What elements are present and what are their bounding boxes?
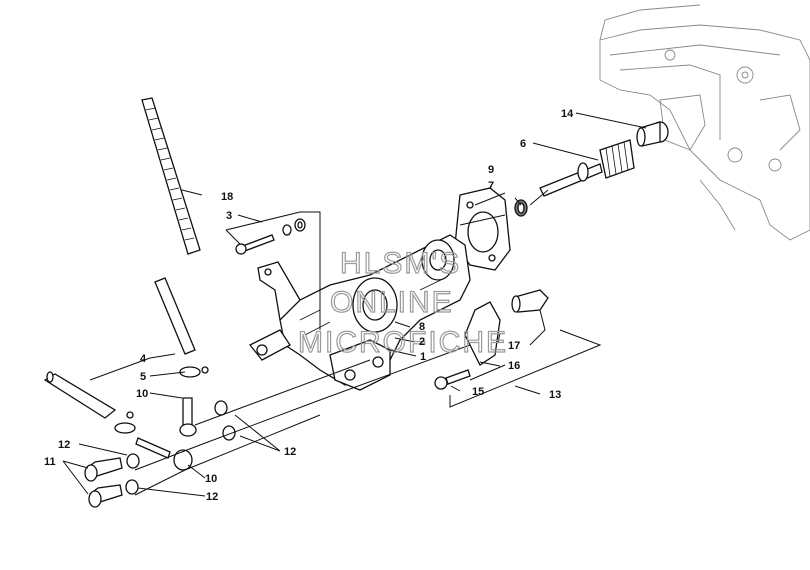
banjo-fittings — [135, 397, 197, 471]
callout-18: 18 — [221, 191, 233, 203]
callout-6: 6 — [520, 138, 526, 150]
callout-5: 5 — [140, 371, 146, 383]
spring-guard — [141, 97, 201, 255]
callout-10-upper: 10 — [136, 388, 148, 400]
oil-pump-body — [248, 234, 471, 391]
callout-2: 2 — [419, 336, 425, 348]
drive-gear-shaft — [539, 139, 635, 197]
callout-8: 8 — [419, 321, 425, 333]
watermark-line-1: HLSM'S — [340, 247, 461, 280]
callout-14: 14 — [561, 108, 574, 120]
callout-12-left: 12 — [58, 439, 70, 451]
callout-4: 4 — [140, 353, 147, 365]
screw-washer-set — [235, 218, 306, 255]
watermark-line-3: MICROFICHE — [298, 326, 508, 359]
engine-block — [599, 4, 810, 241]
sealing-washers — [125, 400, 236, 495]
callout-11: 11 — [44, 456, 56, 468]
callout-1: 1 — [420, 351, 426, 363]
callout-3: 3 — [226, 210, 232, 222]
callout-9: 9 — [488, 164, 494, 176]
hose-clamps — [114, 366, 209, 434]
cover-screw — [434, 369, 471, 390]
drive-bushing — [636, 121, 669, 147]
watermark-line-2: ONLINE — [330, 286, 454, 319]
alignment-lines — [134, 189, 549, 496]
callout-15: 15 — [472, 386, 484, 398]
callout-17: 17 — [508, 340, 520, 352]
banjo-bolts — [84, 457, 123, 508]
leader-lines — [62, 112, 647, 497]
callout-labels: 1 2 3 4 5 6 7 8 9 10 10 11 12 12 12 13 1… — [44, 108, 574, 503]
cover-plate — [464, 301, 501, 366]
callout-12-bottom: 12 — [206, 491, 218, 503]
oil-hoses — [43, 277, 196, 419]
callout-10-lower: 10 — [205, 473, 217, 485]
callout-12-right: 12 — [284, 446, 296, 458]
plug — [511, 289, 549, 313]
callout-13: 13 — [549, 389, 561, 401]
callout-16: 16 — [508, 360, 520, 372]
callout-7: 7 — [488, 180, 494, 192]
watermark: HLSM'S ONLINE MICROFICHE — [297, 246, 508, 359]
